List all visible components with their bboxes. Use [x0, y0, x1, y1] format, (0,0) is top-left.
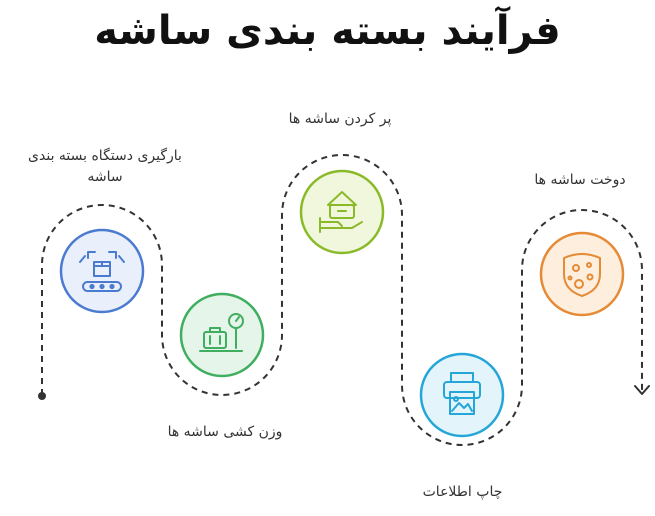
printer-icon	[443, 372, 481, 415]
flow-end-arrow-icon	[634, 385, 650, 395]
step-node-weighing	[179, 292, 265, 378]
step-node-loading	[59, 228, 145, 314]
step-label-loading-line2: ساشه	[87, 169, 123, 185]
step-node-sealing	[539, 231, 625, 317]
page-title: فرآیند بسته بندی ساشه	[94, 8, 561, 54]
step-label-weighing: وزن کشی ساشه ها	[167, 424, 283, 440]
hand-filling-icon	[319, 191, 363, 233]
step-node-printing	[419, 352, 505, 438]
step-label-printing: چاپ اطلاعات	[422, 484, 503, 500]
scale-weighing-icon	[199, 313, 244, 352]
step-label-loading-line1: بارگیری دستگاه بسته بندی	[28, 148, 182, 164]
step-label-filling: پر کردن ساشه ها	[288, 111, 392, 127]
sealed-sachet-icon	[563, 253, 601, 297]
step-label-sealing: دوخت ساشه ها	[534, 172, 626, 188]
step-label-loading: بارگیری دستگاه بسته بندی ساشه	[10, 146, 200, 188]
conveyor-box-icon	[79, 251, 125, 292]
flow-connector-path	[41, 154, 643, 446]
flow-start-dot	[38, 392, 46, 400]
step-node-filling	[299, 169, 385, 255]
